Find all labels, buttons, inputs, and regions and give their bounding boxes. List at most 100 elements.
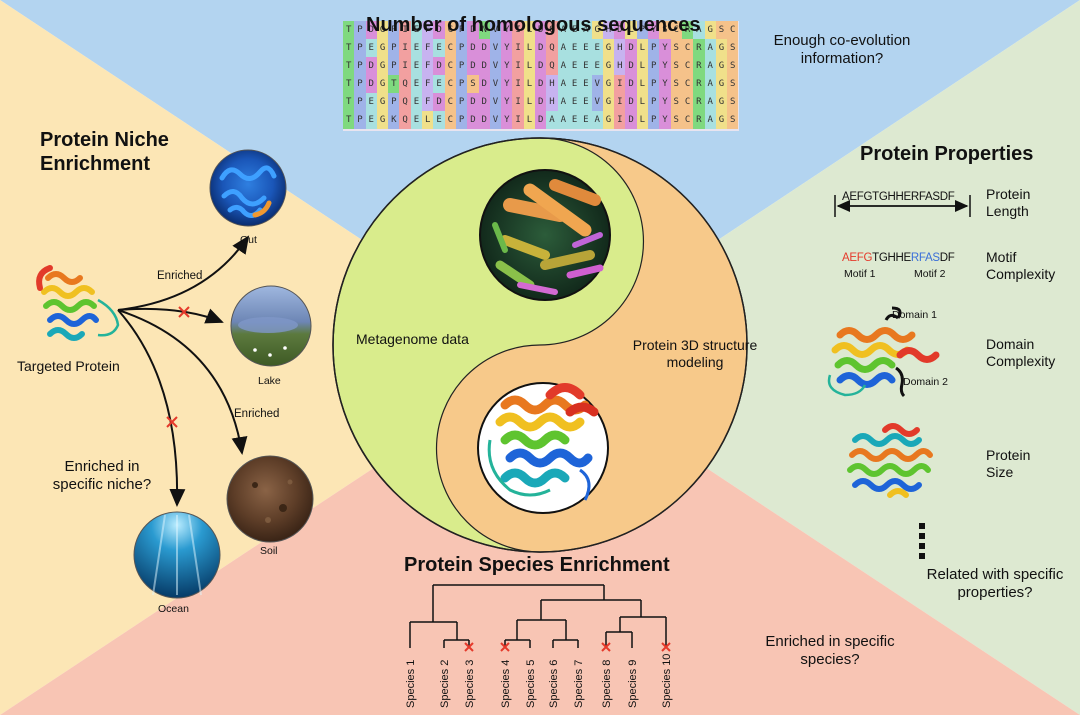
msa-cell: D	[614, 21, 626, 39]
msa-cell: A	[704, 57, 716, 75]
species-label: Species 10	[661, 654, 673, 708]
msa-cell: G	[376, 93, 389, 111]
msa-cell: E	[365, 93, 377, 111]
msa-cell: D	[365, 75, 377, 93]
label-domain-complexity: Domain Complexity	[986, 336, 1056, 369]
msa-cell: I	[512, 75, 524, 93]
msa-cell: G	[591, 21, 603, 39]
msa-cell: R	[681, 21, 694, 39]
motif-sequence: AEFGTGHHERFASDF	[842, 252, 955, 266]
msa-cell: E	[410, 75, 423, 93]
msa-cell: I	[512, 93, 524, 111]
msa-cell: V	[489, 21, 502, 39]
msa-cell: I	[512, 111, 524, 129]
msa-cell: L	[523, 57, 536, 75]
msa-cell: D	[535, 93, 547, 111]
msa-cell: S	[670, 93, 682, 111]
msa-cell: I	[614, 111, 626, 129]
msa-cell: Q	[399, 111, 411, 129]
msa-cell: L	[523, 111, 536, 129]
motif2-segment: RFAS	[910, 252, 940, 264]
msa-cell: C	[681, 57, 694, 75]
msa-cell: E	[410, 93, 423, 111]
msa-cell: D	[535, 75, 547, 93]
msa-cell: G	[704, 21, 716, 39]
msa-cell: D	[433, 21, 445, 39]
msa-cell: G	[376, 57, 389, 75]
lake-image	[230, 285, 312, 367]
msa-cell: D	[535, 111, 547, 129]
msa-cell: C	[444, 93, 456, 111]
msa-cell: D	[478, 39, 490, 57]
msa-cell: V	[489, 75, 502, 93]
msa-cell: E	[365, 111, 377, 129]
msa-cell: A	[591, 111, 603, 129]
msa-cell: L	[636, 57, 649, 75]
msa-cell: C	[681, 75, 694, 93]
msa-cell: P	[354, 21, 366, 39]
msa-cell: E	[580, 39, 592, 57]
label-lake: Lake	[258, 375, 281, 387]
msa-cell: G	[715, 57, 728, 75]
species-label: Species 5	[525, 660, 537, 708]
question-properties: Related with specific properties?	[926, 566, 1064, 601]
msa-cell: F	[422, 57, 434, 75]
msa-cell: F	[422, 75, 434, 93]
msa-cell: P	[388, 21, 400, 39]
msa-cell: P	[648, 93, 660, 111]
msa-cell: R	[693, 57, 705, 75]
motif-middle-segment: TGHHE	[872, 252, 911, 264]
msa-cell: E	[568, 93, 581, 111]
msa-cell: T	[343, 75, 355, 93]
msa-cell: P	[455, 21, 468, 39]
label-motif-complexity: Motif Complexity	[986, 249, 1056, 282]
msa-cell: G	[715, 111, 728, 129]
msa-cell: G	[602, 39, 615, 57]
motif1-segment: AEFG	[842, 252, 873, 264]
msa-cell: C	[444, 75, 456, 93]
msa-cell: D	[535, 39, 547, 57]
msa-cell: G	[376, 75, 389, 93]
msa-cell: G	[715, 93, 728, 111]
msa-cell: G	[376, 39, 389, 57]
msa-cell: P	[648, 75, 660, 93]
not-enriched-mark	[166, 306, 190, 428]
msa-cell: L	[625, 21, 637, 39]
species-label: Species 2	[439, 660, 451, 708]
label-protein-length: Protein Length	[986, 186, 1031, 219]
msa-cell: S	[467, 75, 479, 93]
title-niche: Protein Niche Enrichment	[40, 129, 169, 175]
question-species: Enriched in specific species?	[765, 633, 895, 668]
msa-cell: Y	[501, 93, 513, 111]
msa-cell: S	[670, 75, 682, 93]
msa-cell: S	[670, 57, 682, 75]
msa-cell: S	[670, 39, 682, 57]
msa-cell: F	[422, 21, 434, 39]
msa-cell: T	[343, 21, 355, 39]
msa-cell: H	[546, 75, 558, 93]
msa-cell: T	[343, 111, 355, 129]
msa-cell: S	[670, 111, 682, 129]
msa-cell: L	[422, 111, 434, 129]
msa-cell: D	[467, 39, 479, 57]
msa-cell: V	[489, 111, 502, 129]
msa-cell: P	[455, 57, 468, 75]
msa-cell: C	[727, 21, 739, 39]
msa-cell: C	[444, 111, 456, 129]
msa-cell: Y	[659, 39, 671, 57]
msa-cell: V	[489, 93, 502, 111]
msa-cell: V	[591, 75, 603, 93]
msa-cell: D	[433, 93, 445, 111]
msa-cell: G	[602, 93, 615, 111]
species-enrichment-marks	[464, 642, 671, 652]
label-soil: Soil	[260, 545, 278, 557]
msa-cell: Y	[648, 21, 660, 39]
title-homologous: Number of homologous sequences	[366, 14, 701, 36]
msa-cell: P	[388, 39, 400, 57]
msa-cell: E	[410, 39, 423, 57]
msa-cell: P	[455, 111, 468, 129]
